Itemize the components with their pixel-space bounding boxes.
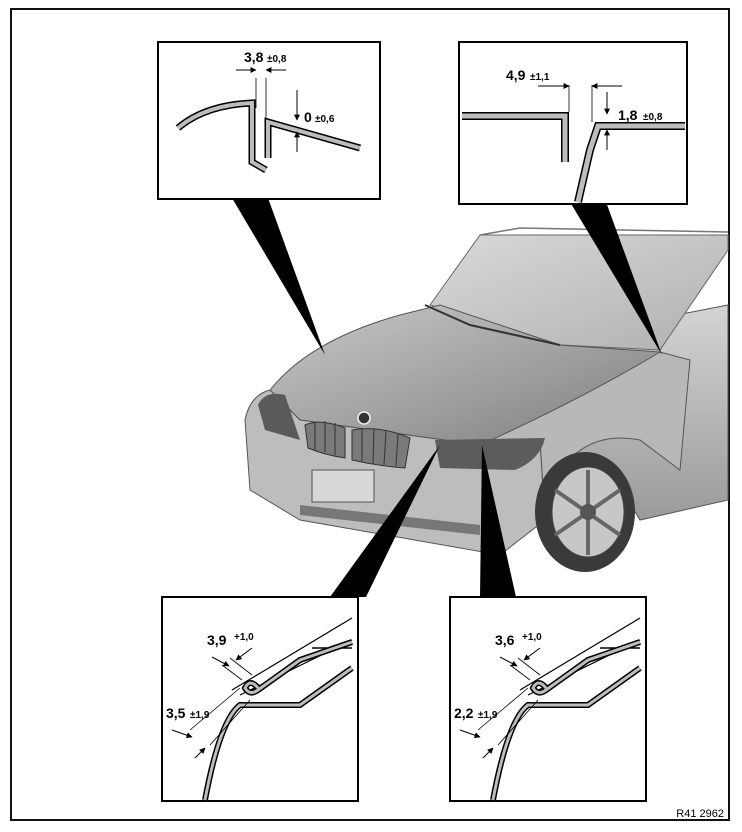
pointer-top-left <box>232 198 325 355</box>
car-right-headlight <box>435 438 545 470</box>
dim-bottom-left-tolerance2: ±1,9 <box>190 710 210 721</box>
car-roof-edge <box>479 227 729 236</box>
pointer-bottom-right <box>480 445 516 597</box>
car-badge <box>357 411 371 425</box>
dim-top-left-tolerance2: ±0,6 <box>315 114 335 125</box>
dim-top-right-value2: 1,8 <box>618 107 638 123</box>
dim-bottom-left-tolerance: +1,0 <box>234 632 254 643</box>
callout-bottom-left: 3,9 +1,0 3,5 ±1,9 <box>161 596 359 802</box>
car-illustration <box>244 227 729 572</box>
pointer-bottom-left <box>330 445 440 597</box>
dim-top-right-value: 4,9 <box>506 67 526 83</box>
reference-code: R41 2962 <box>676 808 724 820</box>
dim-bottom-right-tolerance2: ±1,9 <box>478 710 498 721</box>
car-left-headlight <box>258 393 300 440</box>
car-license-plate <box>311 469 375 503</box>
callout-top-left: 3,8 ±0,8 0 ±0,6 <box>157 41 381 200</box>
dim-top-right-tolerance: ±1,1 <box>530 72 550 83</box>
dim-bottom-left-value2: 3,5 <box>166 705 186 721</box>
dim-bottom-right-tolerance: +1,0 <box>522 632 542 643</box>
dim-top-left-value2: 0 <box>304 109 312 125</box>
callout-bottom-right: 3,6 +1,0 2,2 ±1,9 <box>449 596 647 802</box>
dim-top-left-value: 3,8 <box>244 49 264 65</box>
car-front-wheel <box>535 452 635 572</box>
pointer-top-right <box>570 202 662 355</box>
dim-bottom-right-value: 3,6 <box>495 632 515 648</box>
diagram-frame <box>10 8 730 821</box>
dim-top-right-tolerance2: ±0,8 <box>643 112 663 123</box>
dim-bottom-left-value: 3,9 <box>207 632 227 648</box>
car-grille-right <box>351 428 411 469</box>
dim-bottom-right-value2: 2,2 <box>454 705 474 721</box>
dim-top-left-tolerance: ±0,8 <box>267 54 287 65</box>
callout-top-right: 4,9 ±1,1 1,8 ±0,8 <box>458 41 688 205</box>
car-wiper <box>424 304 561 346</box>
